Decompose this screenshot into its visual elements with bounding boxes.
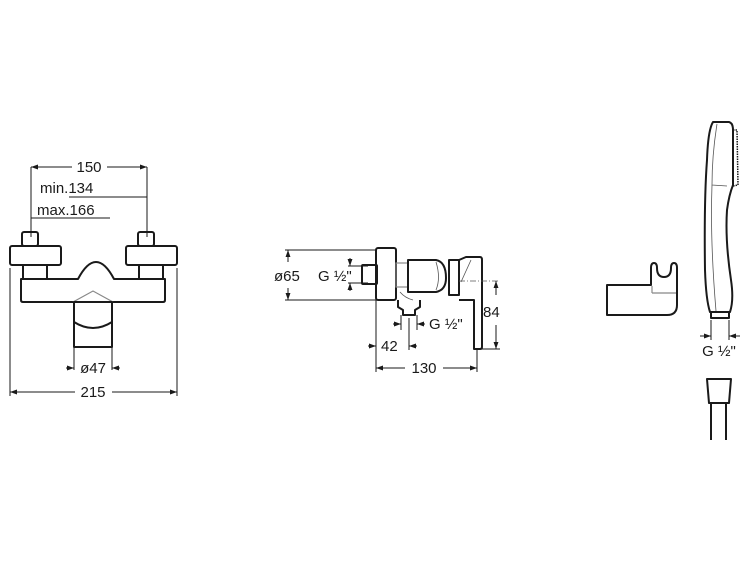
mixer-side-body-icon — [361, 247, 500, 350]
dimension-min: min.134 — [40, 180, 147, 198]
left-handle-icon — [9, 231, 62, 280]
dimension-overall-width: 215 — [9, 268, 178, 401]
mixer-body-icon — [20, 261, 166, 348]
dim-label-max: max.166 — [37, 202, 95, 219]
hose-connector-icon — [706, 378, 732, 440]
dimension-flange-diameter: ø65 — [274, 249, 376, 301]
hand-shower-icon — [703, 121, 739, 319]
hand-shower-and-holder: G ½" — [606, 121, 740, 440]
shower-holder-icon — [606, 262, 678, 316]
dimension-inlet-thread: G ½" — [318, 258, 368, 291]
front-view-mixer: 150 min.134 max.166 — [9, 159, 178, 401]
dimension-outlet-diameter: ø47 — [66, 347, 120, 377]
dim-label-150: 150 — [76, 159, 101, 176]
right-handle-icon — [125, 231, 178, 280]
dim-label-shower-g12: G ½" — [702, 343, 736, 360]
dim-label-84: 84 — [483, 304, 500, 321]
dim-label-42: 42 — [381, 338, 398, 355]
dim-label-215: 215 — [80, 384, 105, 401]
dimension-depth: 130 — [376, 349, 478, 377]
dim-label-outlet-g12: G ½" — [429, 316, 463, 333]
side-view-mixer: ø65 G ½" — [274, 247, 500, 377]
dim-label-130: 130 — [411, 360, 436, 377]
dimension-centers: 150 — [30, 159, 148, 237]
dimension-shower-thread: G ½" — [700, 320, 740, 360]
dim-label-47: ø47 — [80, 360, 106, 377]
dim-label-inlet-g12: G ½" — [318, 268, 352, 285]
dimension-outlet-thread: G ½" — [393, 315, 463, 333]
dimension-max: max.166 — [31, 202, 110, 219]
dimension-outlet-offset: 42 — [368, 300, 417, 372]
dimension-height: 84 — [482, 281, 500, 350]
dim-label-65: ø65 — [274, 268, 300, 285]
dim-label-min: min.134 — [40, 180, 93, 197]
